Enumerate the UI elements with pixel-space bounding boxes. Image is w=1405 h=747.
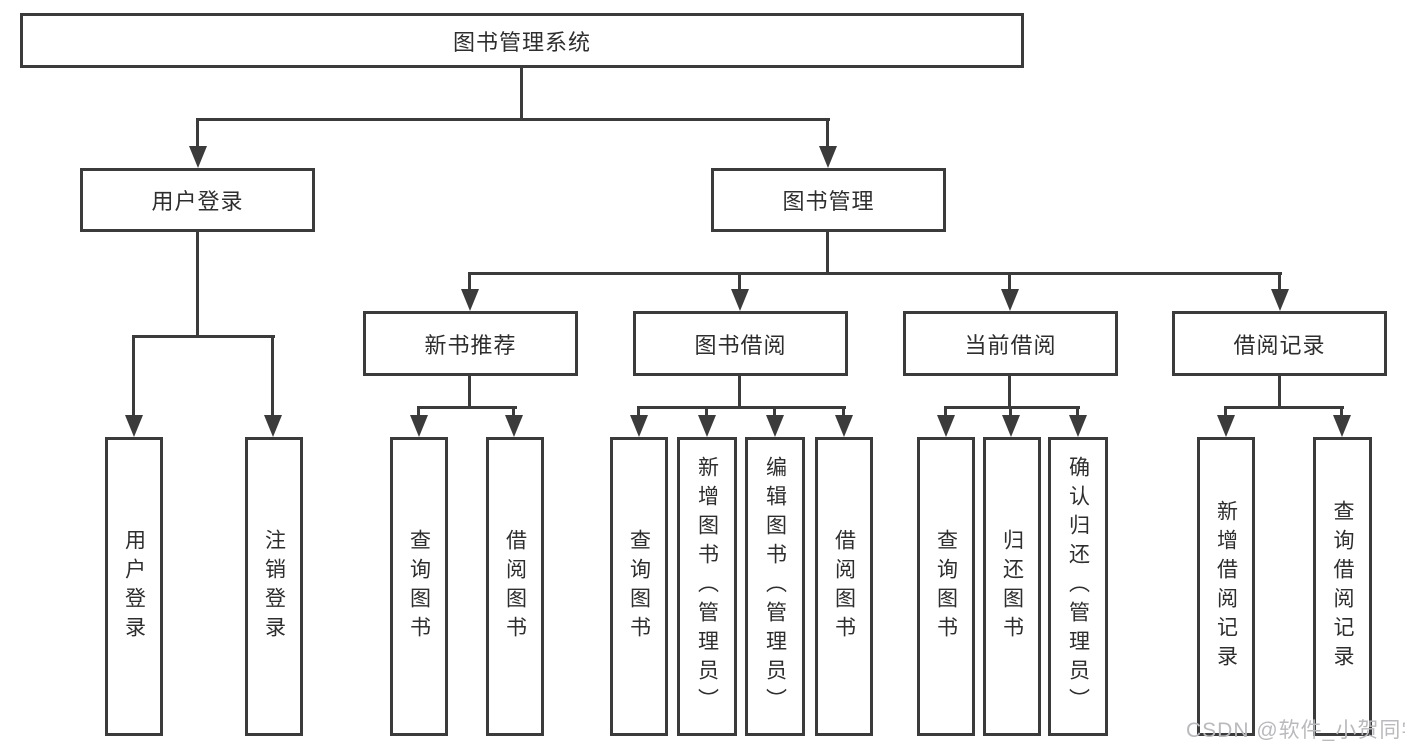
connector-current-borrow-drop	[1008, 272, 1011, 290]
arrow-down-icon	[461, 289, 479, 311]
leaf-bookborrow-edit: 编辑图书（管理员）	[745, 437, 805, 736]
leaf-bookborrow-query: 查询图书	[610, 437, 668, 736]
leaf-newbooks-query: 查询图书	[390, 437, 448, 736]
connector-root-stub	[520, 68, 523, 121]
connector-leaf-drop	[512, 406, 515, 417]
connector-book-borrow-stub	[738, 376, 741, 406]
connector-book-borrow-rail	[637, 406, 846, 409]
leaf-user-login-label: 用户登录	[122, 528, 146, 645]
connector-leaf-drop	[773, 406, 776, 417]
arrow-down-icon	[1217, 415, 1235, 437]
arrow-down-icon	[410, 415, 428, 437]
arrow-down-icon	[835, 415, 853, 437]
connector-level2-rail	[196, 118, 830, 121]
connector-user-login-drop	[196, 118, 199, 147]
leaf-records-query-label: 查询借阅记录	[1331, 499, 1354, 674]
leaf-currentborrow-return: 归还图书	[983, 437, 1041, 736]
connector-book-mgmt-drop	[826, 118, 829, 147]
connector-user-login-rail	[132, 335, 275, 338]
leaf-newbooks-borrow: 借阅图书	[486, 437, 544, 736]
node-user-login: 用户登录	[80, 168, 315, 232]
node-book-mgmt: 图书管理	[711, 168, 946, 232]
arrow-down-icon	[766, 415, 784, 437]
arrow-down-icon	[125, 415, 143, 437]
arrow-down-icon	[731, 289, 749, 311]
connector-leaf-drop	[1009, 406, 1012, 417]
connector-user-login-stub	[196, 232, 199, 335]
connector-leaf-drop	[1224, 406, 1227, 417]
connector-leaf-logout-drop	[271, 335, 274, 416]
node-current-borrow-label: 当前借阅	[964, 332, 1057, 358]
leaf-records-add: 新增借阅记录	[1197, 437, 1255, 736]
connector-borrow-records-stub	[1278, 376, 1281, 406]
arrow-down-icon	[1271, 289, 1289, 311]
arrow-down-icon	[819, 146, 837, 168]
leaf-logout: 注销登录	[245, 437, 303, 736]
connector-new-books-stub	[468, 376, 471, 406]
leaf-bookborrow-borrow: 借阅图书	[815, 437, 873, 736]
leaf-bookborrow-edit-label: 编辑图书（管理员）	[763, 456, 787, 717]
connector-leaf-drop	[705, 406, 708, 417]
leaf-user-login: 用户登录	[105, 437, 163, 736]
arrow-down-icon	[189, 146, 207, 168]
connector-borrow-records-drop	[1278, 272, 1281, 290]
node-current-borrow: 当前借阅	[903, 311, 1118, 376]
connector-leaf-drop	[944, 406, 947, 417]
arrow-down-icon	[1001, 289, 1019, 311]
connector-leaf-user-login-drop	[132, 335, 135, 416]
arrow-down-icon	[937, 415, 955, 437]
leaf-bookborrow-add-label: 新增图书（管理员）	[695, 456, 719, 717]
leaf-newbooks-query-label: 查询图书	[407, 528, 431, 645]
leaf-records-query: 查询借阅记录	[1313, 437, 1372, 736]
connector-leaf-drop	[1340, 406, 1343, 417]
connector-level3-rail	[468, 272, 1282, 275]
node-book-mgmt-label: 图书管理	[782, 189, 875, 214]
leaf-currentborrow-query: 查询图书	[917, 437, 975, 736]
arrow-down-icon	[698, 415, 716, 437]
connector-leaf-drop	[417, 406, 420, 417]
node-book-borrow: 图书借阅	[633, 311, 848, 376]
arrow-down-icon	[264, 415, 282, 437]
leaf-bookborrow-add: 新增图书（管理员）	[677, 437, 737, 736]
connector-leaf-drop	[842, 406, 845, 417]
node-root: 图书管理系统	[20, 13, 1024, 68]
connector-borrow-records-rail	[1224, 406, 1344, 409]
node-new-books-label: 新书推荐	[424, 332, 517, 358]
connector-current-borrow-rail	[944, 406, 1080, 409]
connector-book-borrow-drop	[738, 272, 741, 290]
leaf-currentborrow-confirm: 确认归还（管理员）	[1048, 437, 1108, 736]
node-user-login-label: 用户登录	[151, 189, 244, 214]
node-borrow-records: 借阅记录	[1172, 311, 1387, 376]
connector-book-mgmt-stub	[826, 232, 829, 272]
leaf-newbooks-borrow-label: 借阅图书	[503, 528, 527, 645]
leaf-currentborrow-confirm-label: 确认归还（管理员）	[1066, 456, 1090, 717]
connector-new-books-rail	[417, 406, 517, 409]
connector-leaf-drop	[1076, 406, 1079, 417]
arrow-down-icon	[630, 415, 648, 437]
csdn-watermark: CSDN @软件_小贺同学	[1186, 719, 1405, 742]
node-borrow-records-label: 借阅记录	[1233, 332, 1326, 358]
node-root-label: 图书管理系统	[452, 29, 591, 55]
connector-current-borrow-stub	[1008, 376, 1011, 406]
arrow-down-icon	[505, 415, 523, 437]
leaf-bookborrow-query-label: 查询图书	[627, 528, 651, 645]
leaf-bookborrow-borrow-label: 借阅图书	[832, 528, 856, 645]
leaf-currentborrow-return-label: 归还图书	[1000, 528, 1024, 645]
node-new-books: 新书推荐	[363, 311, 578, 376]
arrow-down-icon	[1002, 415, 1020, 437]
arrow-down-icon	[1333, 415, 1351, 437]
connector-leaf-drop	[637, 406, 640, 417]
leaf-records-add-label: 新增借阅记录	[1214, 499, 1238, 674]
node-book-borrow-label: 图书借阅	[694, 332, 787, 358]
leaf-currentborrow-query-label: 查询图书	[934, 528, 958, 645]
arrow-down-icon	[1069, 415, 1087, 437]
leaf-logout-label: 注销登录	[262, 528, 286, 645]
connector-new-books-drop	[468, 272, 471, 290]
